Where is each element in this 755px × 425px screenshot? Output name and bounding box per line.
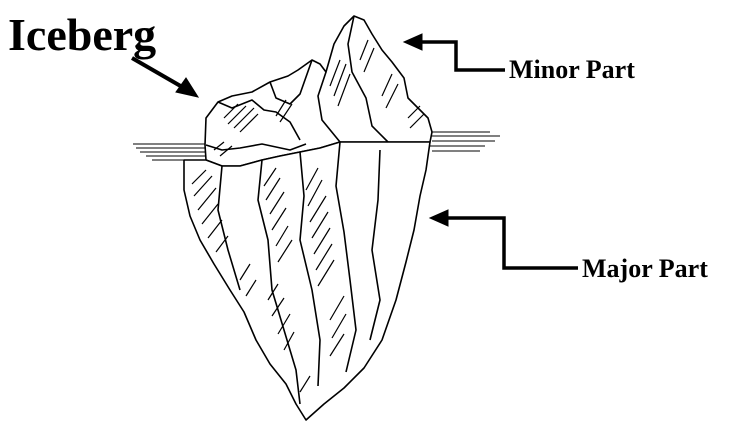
diagram-title: Iceberg xyxy=(8,9,156,60)
title-arrow xyxy=(132,58,198,97)
iceberg-underwater xyxy=(184,142,430,420)
major-part-arrow xyxy=(430,210,578,268)
minor-part-label: Minor Part xyxy=(509,55,635,84)
minor-part-arrow xyxy=(404,34,505,70)
major-part-label: Major Part xyxy=(582,254,708,283)
